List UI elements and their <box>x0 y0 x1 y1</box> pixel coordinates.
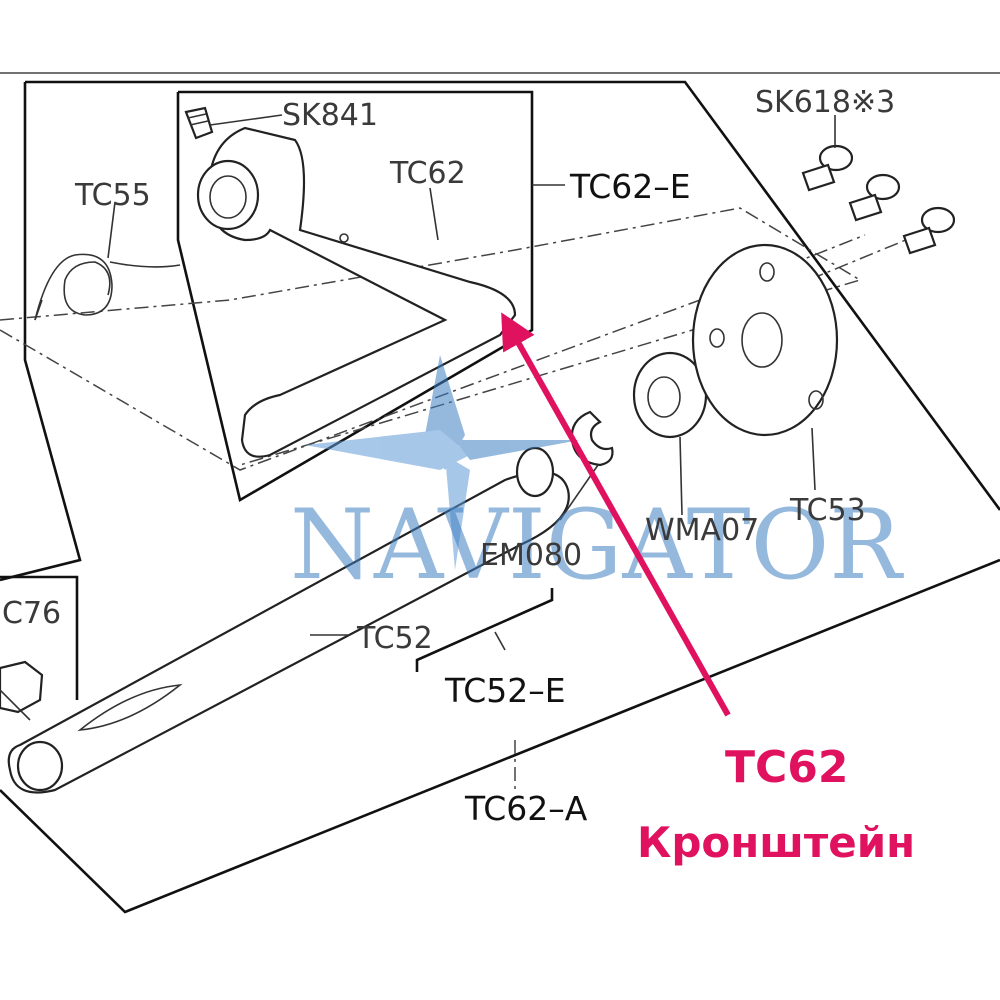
screws-sk618 <box>801 144 956 255</box>
label-tc62: TC62 <box>389 156 466 191</box>
shaft-tc52 <box>7 446 570 794</box>
label-tc52-e: TC52–E <box>444 671 566 710</box>
label-sk618: SK618※3 <box>755 85 895 120</box>
callout-code: TC62 <box>725 742 849 793</box>
bracket-tc62 <box>196 126 517 458</box>
tc52-e-bracket <box>415 588 554 672</box>
label-tc53: TC53 <box>789 493 866 528</box>
label-tc52: TC52 <box>356 621 433 656</box>
leader-tc62 <box>429 187 439 241</box>
label-sk841: SK841 <box>282 98 378 133</box>
label-tc62-e: TC62–E <box>569 167 691 206</box>
watermark-logo <box>305 355 580 570</box>
label-c76: C76 <box>2 596 61 631</box>
leader-wma07 <box>679 436 683 516</box>
leader-tc53 <box>811 427 816 491</box>
callout-arrow <box>501 312 731 717</box>
leader-tc55 <box>107 201 116 259</box>
nut-c76 <box>0 660 44 721</box>
leader-tc52-e <box>494 631 506 651</box>
watermark-text: NAVIGATOR <box>290 489 904 601</box>
callout-name: Кронштейн <box>637 818 915 867</box>
label-tc62-a: TC62–A <box>464 789 588 828</box>
label-wma07: WMA07 <box>645 513 759 548</box>
c76-frame <box>0 575 79 700</box>
spring-tc55 <box>34 253 181 321</box>
plate-tc53 <box>691 243 839 437</box>
axis-line-upper <box>0 207 862 466</box>
label-tc55: TC55 <box>74 178 151 213</box>
ering-em080 <box>570 410 614 467</box>
label-em080: EM080 <box>480 538 582 573</box>
screw-sk841 <box>184 106 214 140</box>
assembly-frame-tc62-a-lower <box>0 82 82 582</box>
assembly-frame-tc62-a <box>25 80 1000 511</box>
assembly-frame-tc62-e <box>176 90 534 503</box>
leader-sk841 <box>209 114 283 126</box>
